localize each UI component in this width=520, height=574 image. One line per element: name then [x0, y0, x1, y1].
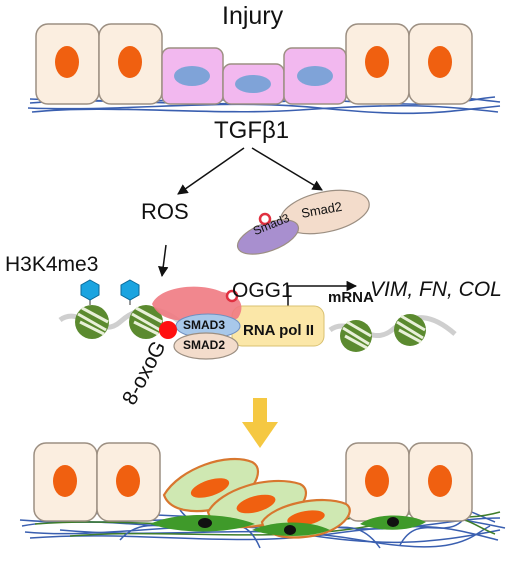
smad2-bound-shape [173, 332, 239, 360]
oxog-lesion-icon [159, 321, 177, 339]
arrow-ros-to-ogg1 [158, 244, 169, 278]
free-smad-complex [236, 189, 370, 255]
nucleosome [75, 305, 109, 339]
arrow-tgfb-to-ros [177, 147, 245, 195]
epithelial-cell [98, 23, 163, 105]
arrow-transcription [287, 280, 358, 309]
tgfb1-label: TGFβ1 [214, 117, 290, 144]
nucleosome [340, 320, 372, 352]
h3k4me3-label: H3K4me3 [5, 253, 99, 276]
rna-pol-label: RNA pol II [243, 322, 315, 339]
fibroblast [252, 522, 330, 536]
nucleosomes [75, 305, 426, 352]
epithelial-cell [345, 442, 410, 522]
smad3-bound-label: SMAD3 [183, 318, 226, 332]
smad2-bound-label: SMAD2 [183, 338, 226, 352]
top-epithelial-cells [35, 23, 473, 105]
progression-arrow [242, 398, 278, 448]
ogg1-phospho-mark [225, 289, 239, 303]
fibroblast [360, 515, 426, 530]
epithelial-cell [33, 442, 98, 522]
epithelial-cell [35, 23, 100, 105]
injured-cell [161, 47, 224, 105]
target-genes-label: VIM, FN, COL [370, 278, 502, 301]
injured-cell [222, 63, 285, 105]
epithelial-cell [408, 442, 473, 522]
mrna-label: mRNA [328, 289, 374, 306]
nucleosome [394, 314, 426, 346]
injured-cells [161, 47, 347, 105]
ogg1-shape [152, 286, 242, 321]
phospho-mark [258, 212, 272, 226]
transcription-complex [152, 286, 325, 360]
nucleosome [129, 305, 163, 339]
h3k4me3-marks [80, 279, 140, 305]
signal-arrows [158, 147, 358, 309]
interstitial-fibroblasts [150, 515, 426, 536]
epithelial-cell [96, 442, 161, 522]
arrow-tgfb-to-smad [251, 147, 323, 191]
injury-label: Injury [222, 2, 284, 30]
fibroblast [150, 515, 255, 532]
epithelial-cell [345, 23, 410, 105]
methyl-mark-icon [120, 279, 140, 301]
ogg1-label: OGG1 [232, 279, 293, 302]
methyl-mark-icon [80, 279, 100, 301]
injured-cell [283, 47, 347, 105]
epithelial-cell [408, 23, 473, 105]
ros-label: ROS [141, 199, 189, 224]
